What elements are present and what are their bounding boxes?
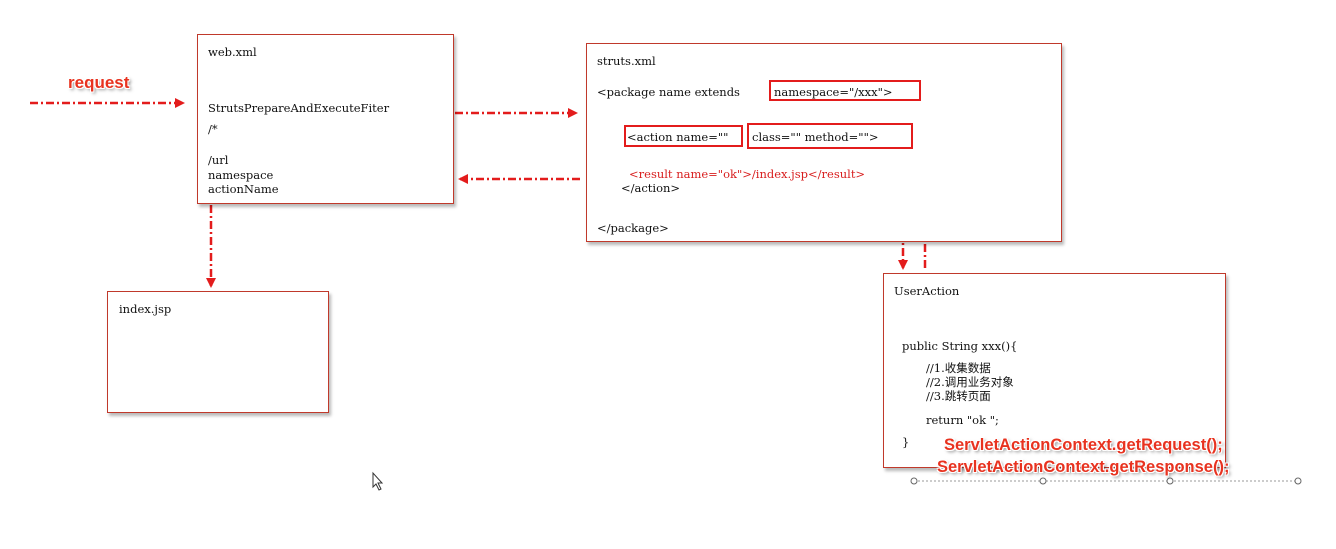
comment-collect: //1.收集数据 (926, 361, 991, 375)
namespace-highlight (769, 80, 921, 101)
user-action-title: UserAction (894, 284, 960, 298)
servlet-get-request: ServletActionContext.getRequest(); (944, 436, 1223, 454)
filter-name: StrutsPrepareAndExecuteFiter (208, 101, 390, 115)
cursor-icon (372, 471, 384, 491)
method-signature: public String xxx(){ (902, 339, 1018, 353)
index-jsp-title: index.jsp (119, 302, 172, 316)
web-xml-box: web.xml StrutsPrepareAndExecuteFiter /* … (197, 34, 454, 204)
struts-xml-title: struts.xml (597, 54, 656, 68)
class-method-highlight (747, 123, 913, 149)
result-line: <result name="ok">/index.jsp</result> (629, 167, 866, 181)
index-jsp-box: index.jsp (107, 291, 329, 413)
user-action-box: UserAction public String xxx(){ //1.收集数据… (883, 273, 1226, 468)
servlet-get-response: ServletActionContext.getResponse(); (937, 458, 1230, 476)
namespace-line: namespace (208, 168, 274, 182)
comment-business: //2.调用业务对象 (926, 375, 1014, 389)
namespace-attr: namespace="/xxx"> (774, 85, 893, 99)
selection-handles (910, 477, 1302, 485)
action-name-line: actionName (208, 182, 279, 196)
close-brace: } (902, 435, 910, 449)
return-line: return "ok "; (926, 413, 999, 427)
comment-redirect: //3.跳转页面 (926, 389, 991, 403)
action-close: </action> (621, 181, 681, 195)
class-method-attr: class="" method=""> (752, 130, 879, 144)
url-line: /url (208, 153, 229, 167)
request-label: request (68, 73, 130, 92)
action-name-attr: <action name="" (627, 130, 729, 144)
struts-xml-box: struts.xml <package name extends namespa… (586, 43, 1062, 242)
package-close: </package> (597, 221, 669, 235)
web-xml-title: web.xml (208, 45, 257, 59)
url-pattern: /* (208, 122, 218, 136)
action-name-highlight (624, 125, 743, 147)
package-open: <package name extends (597, 85, 740, 99)
